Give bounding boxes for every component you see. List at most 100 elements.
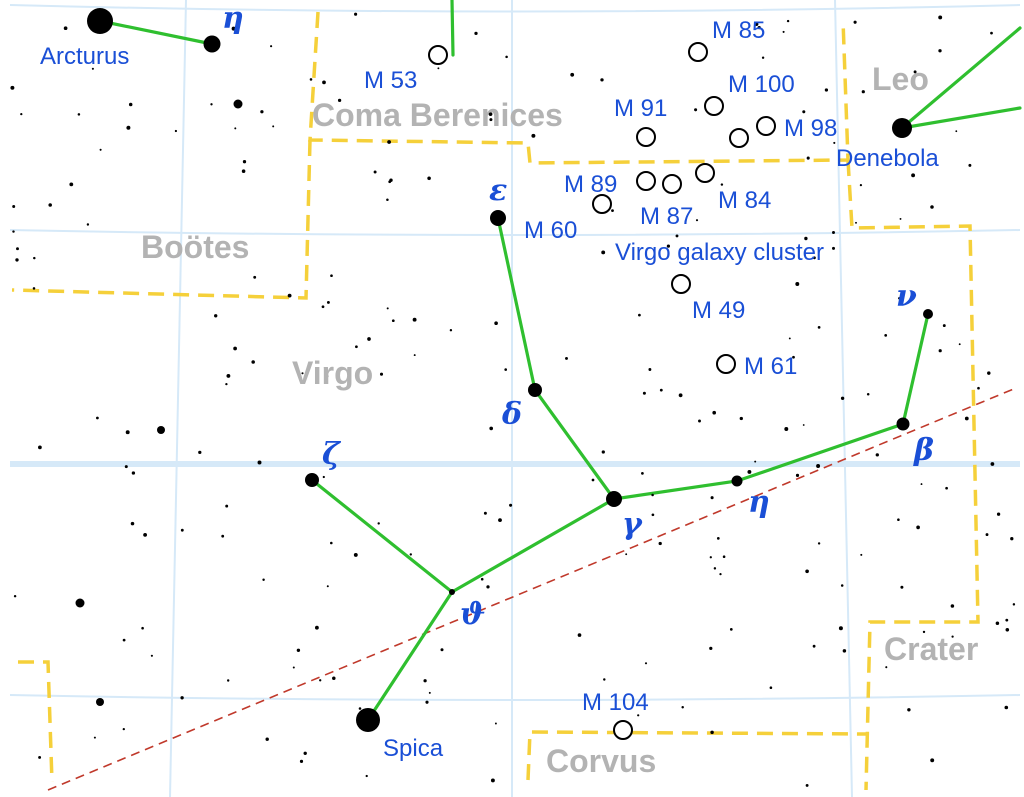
faint-star bbox=[990, 31, 993, 35]
faint-star bbox=[427, 176, 431, 181]
faint-star bbox=[15, 258, 19, 262]
faint-star bbox=[287, 293, 292, 298]
messier-labels: M 53 M 85 M 100 M 91 M 98 M 89 M 84 M 87… bbox=[364, 17, 837, 716]
bootes-stick bbox=[98, 19, 214, 46]
faint-star bbox=[38, 445, 42, 450]
faint-star bbox=[950, 604, 955, 608]
faint-star bbox=[494, 722, 497, 725]
faint-star bbox=[449, 329, 453, 332]
faint-star bbox=[722, 555, 726, 558]
faint-star bbox=[96, 416, 99, 420]
faint-star bbox=[292, 666, 295, 669]
faint-star bbox=[48, 203, 52, 207]
faint-star bbox=[995, 621, 1000, 626]
faint-star bbox=[483, 511, 487, 515]
faint-star bbox=[899, 217, 902, 220]
m60-icon bbox=[592, 194, 612, 214]
faint-star bbox=[681, 705, 684, 709]
faint-star bbox=[125, 430, 130, 435]
faint-star bbox=[838, 626, 843, 631]
faint-star bbox=[860, 553, 863, 556]
faint-star bbox=[214, 314, 218, 318]
faint-star bbox=[898, 297, 901, 300]
faint-star bbox=[16, 247, 19, 251]
faint-star bbox=[322, 475, 325, 479]
faint-star bbox=[651, 513, 655, 517]
faint-star bbox=[38, 755, 42, 759]
faint-star bbox=[600, 78, 604, 82]
faint-star bbox=[77, 113, 81, 116]
faint-star bbox=[712, 410, 717, 415]
faint-star bbox=[900, 585, 904, 589]
faint-star bbox=[802, 424, 805, 426]
faint-star bbox=[180, 528, 184, 532]
label-spica: Spica bbox=[383, 735, 444, 762]
faint-star bbox=[885, 666, 888, 669]
faint-star bbox=[739, 416, 743, 421]
label-delta: δ bbox=[501, 397, 522, 432]
label-m85: M 85 bbox=[712, 17, 765, 44]
label-m49: M 49 bbox=[692, 297, 745, 324]
faint-star bbox=[802, 110, 806, 114]
faint-star bbox=[968, 163, 972, 167]
faint-star bbox=[698, 419, 701, 423]
faint-star bbox=[489, 426, 494, 431]
faint-star bbox=[659, 388, 663, 392]
faint-star bbox=[861, 90, 865, 94]
faint-star bbox=[638, 313, 641, 317]
faint-star bbox=[494, 321, 498, 326]
label-zeta: ζ bbox=[322, 437, 342, 472]
star-nu-virginis bbox=[923, 309, 933, 319]
faint-star bbox=[260, 110, 264, 114]
faint-star bbox=[824, 88, 829, 92]
faint-star bbox=[678, 393, 683, 398]
faint-star bbox=[326, 585, 329, 588]
faint-star bbox=[938, 349, 942, 353]
faint-star bbox=[641, 472, 644, 475]
label-m98: M 98 bbox=[784, 115, 837, 142]
faint-star bbox=[577, 633, 582, 637]
faint-star bbox=[996, 512, 1001, 516]
faint-star bbox=[437, 67, 440, 70]
faint-star bbox=[326, 300, 330, 304]
label-leo: Leo bbox=[872, 61, 929, 97]
faint-star bbox=[490, 778, 495, 783]
virgo-stick-spica bbox=[366, 590, 454, 722]
faint-star bbox=[955, 130, 958, 133]
faint-star bbox=[388, 180, 392, 184]
leo-stick-1 bbox=[900, 26, 1022, 130]
faint-star bbox=[806, 156, 810, 160]
label-virgo-galaxy-cluster: Virgo galaxy cluster bbox=[615, 239, 824, 266]
faint-star bbox=[817, 326, 821, 329]
m98-icon bbox=[756, 116, 776, 136]
faint-star bbox=[330, 541, 333, 545]
faint-star bbox=[124, 465, 128, 469]
faint-star bbox=[637, 714, 640, 717]
faint-star bbox=[840, 396, 845, 400]
faint-star bbox=[63, 26, 68, 31]
star-zeta-virginis bbox=[305, 473, 319, 487]
faint-star bbox=[93, 736, 96, 739]
star-theta-virginis bbox=[449, 589, 455, 595]
faint-star bbox=[805, 783, 809, 787]
faint-star bbox=[296, 648, 301, 652]
faint-star bbox=[504, 368, 508, 371]
faint-star bbox=[315, 625, 319, 630]
faint-star bbox=[651, 493, 654, 497]
faint-star bbox=[964, 416, 969, 421]
star-epsilon-virginis bbox=[490, 210, 506, 226]
faint-star bbox=[33, 256, 36, 260]
faint-star bbox=[977, 386, 980, 390]
faint-star bbox=[792, 355, 795, 359]
faint-star bbox=[913, 70, 917, 74]
faint-star bbox=[625, 553, 628, 556]
faint-star bbox=[309, 78, 313, 81]
faint-star bbox=[265, 737, 269, 741]
faint-star bbox=[241, 169, 246, 173]
messier-objects bbox=[428, 42, 776, 740]
faint-star bbox=[128, 102, 133, 107]
label-bootes: Boötes bbox=[141, 229, 249, 265]
faint-star bbox=[853, 20, 857, 24]
faint-star bbox=[916, 525, 920, 530]
